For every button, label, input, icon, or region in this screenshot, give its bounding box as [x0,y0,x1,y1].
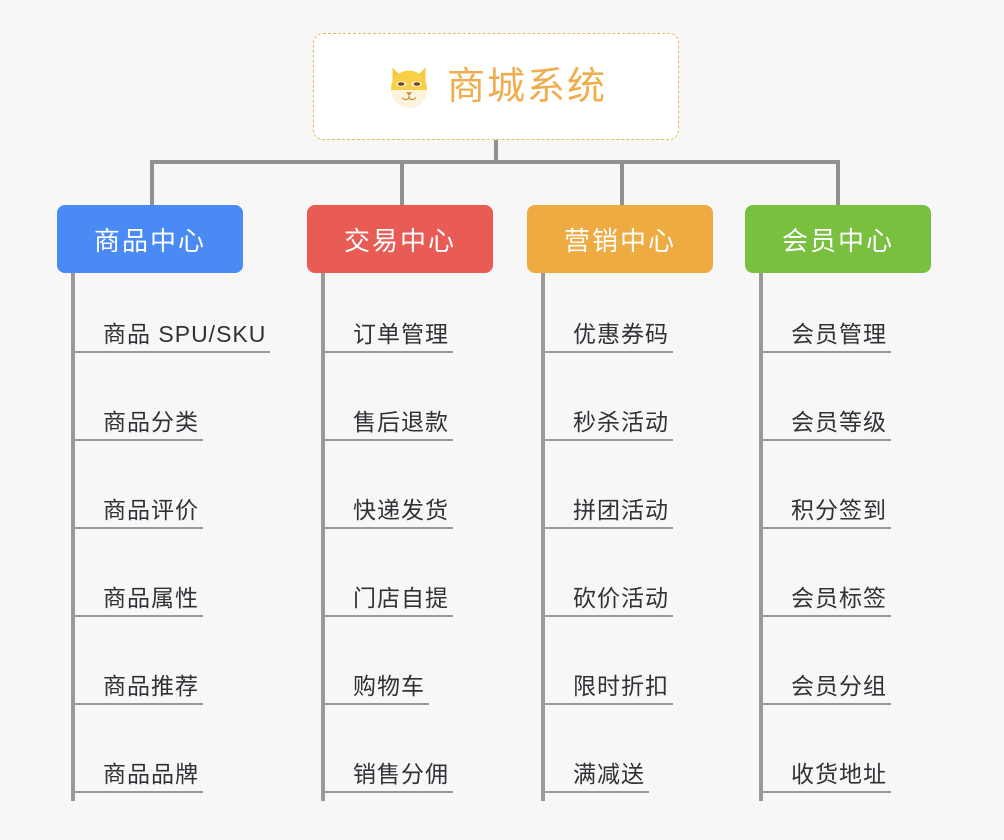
leaf-item[interactable]: 会员管理 [759,273,891,353]
leaf-label: 商品推荐 [103,672,199,699]
category-label-3: 营销中心 [563,225,676,256]
category-box-2[interactable]: 交易中心 [307,205,493,273]
leaf-item[interactable]: 砍价活动 [541,537,673,617]
connector-drop-3 [620,160,624,207]
leaf-label: 会员标签 [791,584,887,611]
category-label-1: 商品中心 [93,225,206,256]
leaf-item[interactable]: 优惠券码 [541,273,673,353]
leaf-label: 优惠券码 [573,320,669,347]
leaf-label: 秒杀活动 [573,408,669,435]
leaf-label: 拼团活动 [573,496,669,523]
leaf-label: 会员分组 [791,672,887,699]
leaf-spine-2 [321,273,325,801]
category-label-4: 会员中心 [781,225,894,256]
leaf-label: 会员管理 [791,320,887,347]
leaf-item[interactable]: 订单管理 [321,273,453,353]
leaf-item[interactable]: 门店自提 [321,537,453,617]
leaf-item[interactable]: 快递发货 [321,449,453,529]
leaf-label: 限时折扣 [573,672,669,699]
leaf-item[interactable]: 会员标签 [759,537,891,617]
leaf-item[interactable]: 购物车 [321,625,429,705]
leaf-item[interactable]: 限时折扣 [541,625,673,705]
category-box-1[interactable]: 商品中心 [57,205,243,273]
leaf-spine-4 [759,273,763,801]
leaf-label: 积分签到 [791,496,887,523]
leaf-spine-1 [71,273,75,801]
leaf-label: 商品 SPU/SKU [103,320,267,347]
category-box-3[interactable]: 营销中心 [527,205,713,273]
leaf-item[interactable]: 会员等级 [759,361,891,441]
leaf-label: 收货地址 [791,760,887,787]
leaf-label: 销售分佣 [353,760,449,787]
connector-drop-4 [836,160,840,207]
leaf-item[interactable]: 收货地址 [759,713,891,793]
leaf-item[interactable]: 商品推荐 [71,625,203,705]
leaf-item[interactable]: 秒杀活动 [541,361,673,441]
leaf-label: 商品评价 [103,496,199,523]
root-title: 商城系统 [446,65,607,108]
connector-drop-1 [150,160,154,207]
category-box-4[interactable]: 会员中心 [745,205,931,273]
leaf-item[interactable]: 商品评价 [71,449,203,529]
leaf-label: 商品品牌 [103,760,199,787]
leaf-item[interactable]: 销售分佣 [321,713,453,793]
leaf-spine-3 [541,273,545,801]
leaf-item[interactable]: 拼团活动 [541,449,673,529]
leaf-item[interactable]: 商品分类 [71,361,203,441]
leaf-label: 会员等级 [791,408,887,435]
leaf-label: 商品分类 [103,408,199,435]
leaf-label: 购物车 [353,672,425,699]
leaf-item[interactable]: 售后退款 [321,361,453,441]
connector-drop-2 [400,160,404,207]
category-label-2: 交易中心 [343,225,456,256]
leaf-item[interactable]: 满减送 [541,713,649,793]
leaf-item[interactable]: 商品 SPU/SKU [71,273,271,353]
leaf-label: 砍价活动 [573,584,669,611]
leaf-item[interactable]: 会员分组 [759,625,891,705]
leaf-label: 订单管理 [353,320,449,347]
leaf-label: 商品属性 [103,584,199,611]
leaf-item[interactable]: 商品品牌 [71,713,203,793]
leaf-label: 快递发货 [353,496,449,523]
leaf-label: 门店自提 [353,584,449,611]
connector-root-stem [494,140,498,162]
leaf-label: 满减送 [573,760,645,787]
shiba-dog-icon [390,67,427,108]
leaf-label: 售后退款 [353,408,449,435]
connector-horizontal-bus [150,160,840,164]
root-node[interactable]: 商城系统 [313,33,679,140]
leaf-item[interactable]: 商品属性 [71,537,203,617]
leaf-item[interactable]: 积分签到 [759,449,891,529]
